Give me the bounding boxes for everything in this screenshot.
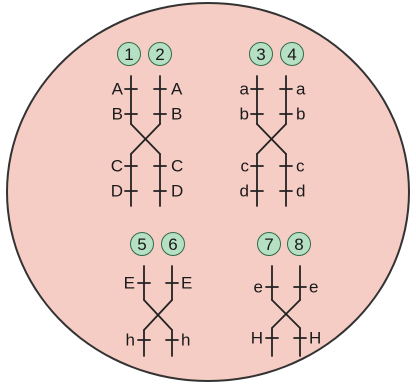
badge-4: 4 <box>280 42 304 66</box>
badge-8: 8 <box>287 232 311 256</box>
gene-label: H <box>250 328 263 348</box>
crossover-line <box>271 299 301 329</box>
gene-label: D <box>110 181 123 201</box>
badge-6: 6 <box>161 232 185 256</box>
badge-2: 2 <box>148 42 172 66</box>
gene-label: A <box>171 79 183 99</box>
gene-label: c <box>240 156 250 176</box>
badge-1: 1 <box>117 42 141 66</box>
gene-label: d <box>239 181 249 201</box>
crossover-line <box>256 123 287 155</box>
cell-outline <box>6 2 410 382</box>
crossover-line <box>130 123 161 155</box>
gene-label: h <box>125 330 135 350</box>
badge-3: 3 <box>249 42 273 66</box>
gene-label: D <box>171 181 184 201</box>
gene-label: E <box>123 273 135 293</box>
gene-label: a <box>239 79 249 99</box>
gene-label: c <box>296 156 305 176</box>
badge-7: 7 <box>257 232 281 256</box>
gene-label: A <box>111 79 123 99</box>
gene-label: b <box>296 104 306 124</box>
gene-label: e <box>253 277 263 297</box>
gene-label: E <box>181 273 193 293</box>
gene-label: d <box>296 181 306 201</box>
gene-label: a <box>296 79 306 99</box>
crossover-line <box>143 299 173 331</box>
gene-label: C <box>171 156 184 176</box>
gene-label: b <box>239 104 249 124</box>
gene-label: H <box>309 328 322 348</box>
gene-label: h <box>181 330 191 350</box>
gene-label: C <box>110 156 123 176</box>
gene-label: B <box>171 104 183 124</box>
gene-label: B <box>111 104 123 124</box>
badge-5: 5 <box>130 232 154 256</box>
gene-label: e <box>309 277 319 297</box>
